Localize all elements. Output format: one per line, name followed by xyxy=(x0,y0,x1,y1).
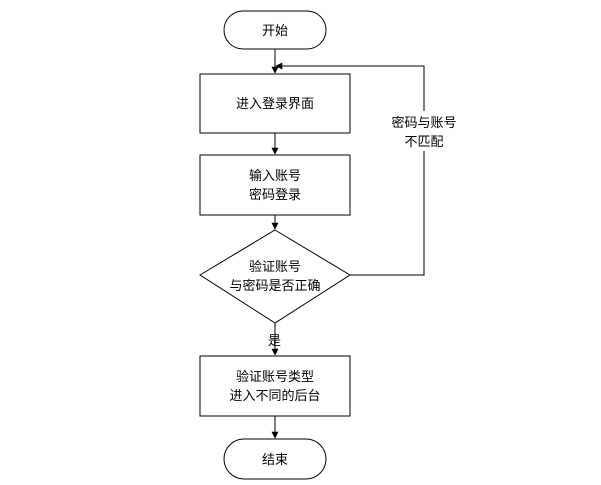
input-credentials-label-line2: 密码登录 xyxy=(249,187,301,203)
end-label: 结束 xyxy=(262,453,288,468)
enter-login-page-label: 进入登录界面 xyxy=(236,97,314,112)
start-node: 开始 xyxy=(223,10,327,50)
input-credentials-node: 输入账号 密码登录 xyxy=(199,154,351,216)
start-label: 开始 xyxy=(262,24,288,39)
mismatch-label-line1: 密码与账号 xyxy=(391,115,456,131)
verify-account-type-node: 验证账号类型 进入不同的后台 xyxy=(199,355,351,417)
end-node: 结束 xyxy=(223,438,327,480)
mismatch-label-line2: 不匹配 xyxy=(404,135,443,150)
verify-decision-node: 验证账号 与密码是否正确 xyxy=(199,229,351,324)
enter-login-page-node: 进入登录界面 xyxy=(199,73,351,134)
verify-account-type-label-line1: 验证账号类型 xyxy=(236,369,314,385)
verify-decision-label-line2: 与密码是否正确 xyxy=(229,278,320,294)
input-credentials-label-line1: 输入账号 xyxy=(249,168,301,184)
verify-decision-label-line1: 验证账号 xyxy=(249,259,301,275)
verify-account-type-label-line2: 进入不同的后台 xyxy=(229,388,320,404)
edge-mismatch-loop xyxy=(275,62,425,276)
mismatch-label-background xyxy=(384,111,466,151)
